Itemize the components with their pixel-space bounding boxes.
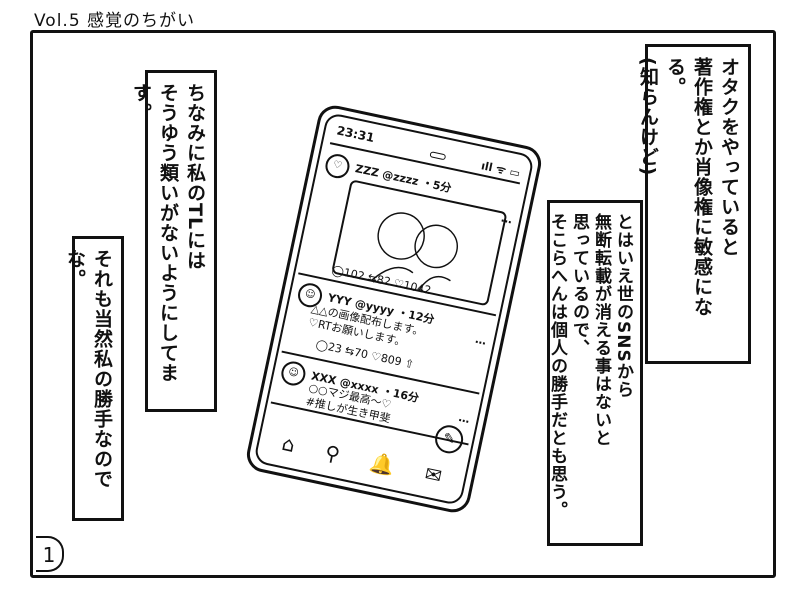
more-icon[interactable]: …: [474, 332, 488, 348]
notch-icon: [429, 151, 447, 161]
caption-top-right: オタクをやっていると 著作権とか肖像権に敏感になる。 (知らんけど): [637, 44, 751, 364]
caption-right: とはいえ世のSNSから 無断転載が消える事はないと 思っているので、 そこらへん…: [547, 200, 643, 546]
caption-line: (知らんけど): [637, 57, 659, 177]
post-image[interactable]: [331, 179, 508, 307]
caption-line: 無断転載が消える事はないと: [591, 213, 611, 447]
home-icon[interactable]: ⌂: [279, 430, 298, 458]
comic-panel: [30, 30, 776, 578]
mail-icon[interactable]: ✉: [422, 461, 445, 489]
caption-line: そうゆう類いがないようにしてます。: [130, 83, 179, 383]
page-number: 1: [36, 536, 64, 572]
search-icon[interactable]: ⚲: [322, 440, 343, 467]
caption-line: そこらへんは個人の勝手だとも思う。: [547, 213, 567, 519]
caption-line: オタクをやっていると: [718, 57, 740, 257]
caption-left: ちなみに私のTLには そうゆう類いがないようにしてます。: [130, 70, 217, 412]
more-icon[interactable]: …: [457, 411, 471, 427]
smartphone-drawing: 23:31 ıll ᯤ ▭ ♡ ZZZ @zzzz ・5分 … ◯102 ⇆82…: [243, 102, 545, 516]
caption-far-left: それも当然私の勝手なのでな。: [64, 236, 124, 521]
caption-line: 思っているので、: [569, 213, 589, 357]
bell-icon[interactable]: 🔔: [367, 449, 398, 479]
caption-line: とはいえ世のSNSから: [613, 213, 633, 399]
timeline-post[interactable]: ♡ ZZZ @zzzz ・5分 … ◯102 ⇆82 ♡1042: [298, 147, 523, 317]
avatar: ♡: [323, 151, 352, 181]
couple-illustration: [371, 212, 458, 291]
clock: 23:31: [335, 123, 376, 146]
avatar: ☺: [279, 359, 308, 388]
caption-line: それも当然私の勝手なのでな。: [64, 249, 113, 489]
caption-line: ちなみに私のTLには: [184, 83, 206, 271]
caption-line: 著作権とか肖像権に敏感になる。: [664, 57, 713, 317]
episode-title: Vol.5 感覚のちがい: [34, 11, 196, 31]
signal-wifi-battery-icon: ıll ᯤ ▭: [479, 159, 522, 181]
